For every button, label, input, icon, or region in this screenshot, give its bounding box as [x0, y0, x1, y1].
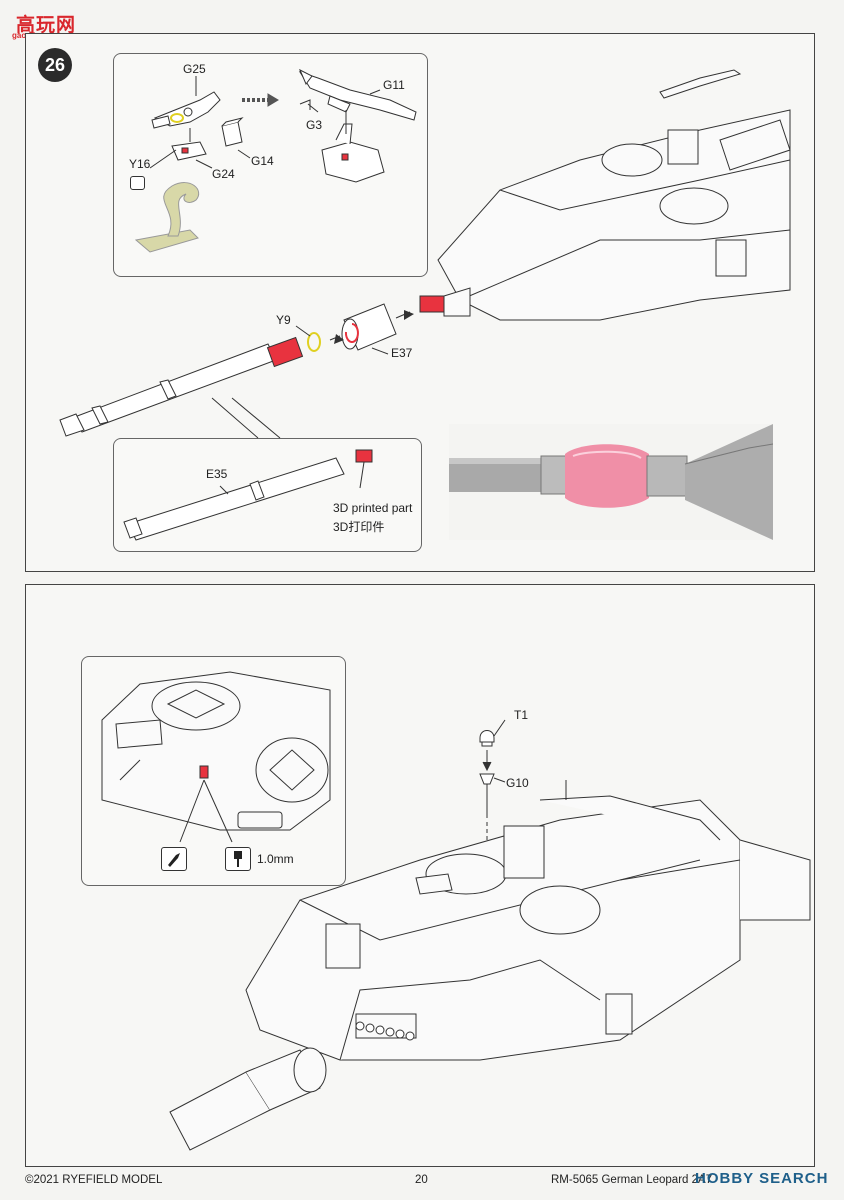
label-g25: G25 [183, 62, 206, 76]
label-g10: G10 [506, 776, 529, 790]
part-g3-handle [299, 99, 311, 110]
label-g3: G3 [306, 118, 323, 132]
inset-turret-roof [101, 671, 331, 831]
part-t1-light [479, 730, 495, 747]
label-y16: Y16 [129, 157, 151, 171]
smoke-launchers [355, 1021, 415, 1041]
knife-glyph [168, 853, 180, 867]
drill-icon [225, 847, 251, 871]
label-3d-printed-en: 3D printed part [333, 501, 413, 515]
part-g10-mount [479, 773, 495, 818]
part-y9-ring [307, 332, 321, 352]
label-3d-printed-zh: 3D打印件 [333, 520, 385, 534]
inset-red-drill-point [199, 765, 209, 779]
label-y9: Y9 [276, 313, 291, 327]
glue-icon [130, 176, 145, 190]
drill-glyph [234, 851, 242, 867]
part-e35-barrel [123, 457, 345, 541]
footer-product-title: RM-5065 German Leopard 2A7 [551, 1174, 713, 1186]
tank-hull-bottom [245, 795, 811, 1061]
part-g24-bracket [171, 141, 207, 161]
label-t1: T1 [514, 708, 529, 722]
footer-copyright: ©2021 RYEFIELD MODEL [25, 1174, 163, 1186]
part-red-barrel-sleeve [266, 336, 304, 368]
watermark-brand: HOBBY SEARCH [695, 1170, 829, 1187]
step-number-badge: 26 [38, 48, 72, 82]
part-mount-assembled [321, 123, 385, 183]
footer-page-number: 20 [415, 1174, 428, 1186]
label-drill-size: 1.0mm [257, 852, 294, 866]
label-g14: G14 [251, 154, 274, 168]
barrel-photo-svg [449, 424, 773, 540]
label-g24: G24 [212, 167, 235, 181]
tank-main-gun-bottom [169, 1047, 327, 1151]
part-y16-clear [134, 182, 200, 253]
part-ring-yellow [170, 113, 184, 123]
tank-hull-top [437, 69, 791, 321]
label-e35: E35 [206, 467, 228, 481]
knife-icon [161, 847, 187, 871]
watermark-title: 高玩网 [16, 15, 77, 36]
label-g11: G11 [383, 78, 405, 92]
barrel-photo-reference [449, 424, 773, 540]
part-g14-box [221, 117, 244, 147]
label-e37: E37 [391, 346, 413, 360]
